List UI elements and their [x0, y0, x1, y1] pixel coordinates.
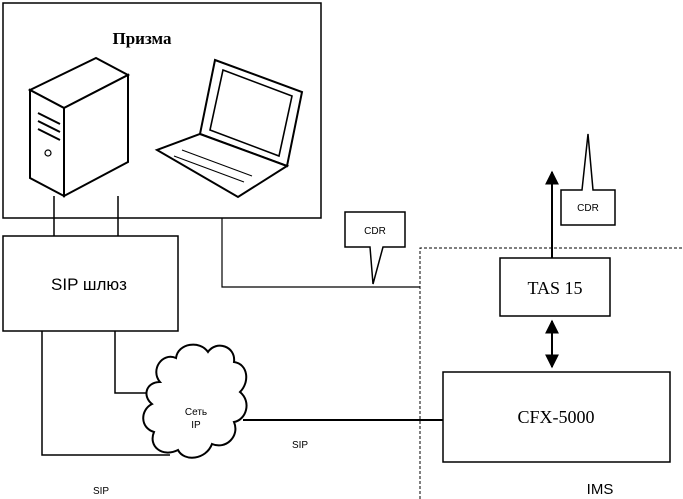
- cdr-callout-right: CDR: [560, 133, 616, 226]
- cloud-label-line2: IP: [191, 420, 201, 431]
- server-tower-icon: [27, 56, 131, 198]
- laptop-icon: [154, 58, 304, 199]
- prizma-box: Призма: [2, 2, 322, 219]
- sip-label-bottom: SIP: [93, 486, 109, 497]
- prizma-title: Призма: [112, 29, 172, 48]
- ims-label: IMS: [587, 481, 614, 498]
- prizma-to-ims-link: [221, 218, 420, 288]
- tas-label: TAS 15: [527, 278, 582, 298]
- prizma-to-gateway-links: [53, 196, 119, 236]
- sip-label-mid: SIP: [292, 440, 308, 451]
- cdr-label-left: CDR: [364, 226, 386, 237]
- gateway-to-cloud-links: [41, 331, 170, 456]
- ims-boundary: IMS: [419, 247, 683, 499]
- sip-gateway-box: SIP шлюз: [2, 235, 179, 332]
- sip-gateway-label: SIP шлюз: [51, 275, 127, 294]
- cdr-label-right: CDR: [577, 203, 599, 214]
- ip-network-cloud-icon: Сеть IP: [142, 343, 248, 459]
- cdr-callout-left: CDR: [344, 211, 406, 285]
- cfx-label: CFX-5000: [517, 407, 594, 427]
- cfx-5000-box: CFX-5000: [442, 371, 671, 463]
- cloud-label-line1: Сеть: [185, 407, 207, 418]
- tas-15-box: TAS 15: [499, 257, 611, 317]
